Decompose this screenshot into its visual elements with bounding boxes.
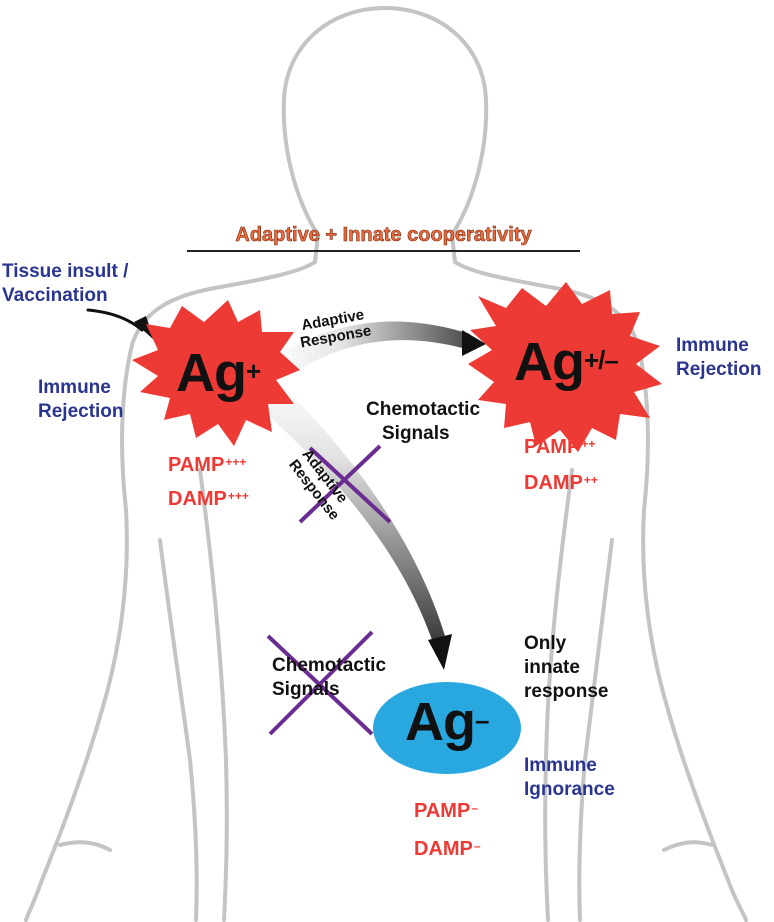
ag-plusminus-burst — [468, 282, 662, 452]
title-underline — [187, 250, 580, 252]
left-damp-sup: +++ — [227, 489, 249, 503]
left-torso-line — [198, 468, 229, 922]
ag-plusminus-label: Ag+/– — [514, 332, 619, 392]
ag-plusminus-text: Ag — [514, 332, 585, 392]
ag-plus-burst — [132, 300, 300, 446]
ag-plusminus-sup: +/– — [583, 345, 619, 375]
left-pamp-text: PAMP — [168, 454, 225, 476]
right-outcome-line2: Rejection — [676, 359, 762, 380]
top-adaptive-arrow — [270, 321, 470, 376]
innate-response-line1: Only — [524, 633, 567, 654]
chemotactic-upper-line2: Signals — [382, 423, 450, 444]
left-pamp-sup: +++ — [225, 455, 247, 469]
body-silhouette-left — [24, 233, 320, 922]
left-inner-arm — [158, 538, 199, 922]
bottom-outcome-line2: Ignorance — [524, 779, 615, 800]
right-pamp-text: PAMP — [524, 436, 581, 458]
diagonal-arrow-head — [428, 634, 452, 670]
ag-minus-label: Ag– — [405, 692, 490, 752]
right-inner-arm — [577, 538, 614, 922]
right-pamp-sup: ++ — [581, 437, 596, 451]
bottom-pamp-sup: – — [471, 801, 478, 815]
ag-plus-text: Ag — [176, 343, 247, 403]
cross-chemo-b — [268, 630, 374, 736]
entry-arrow — [86, 308, 144, 332]
bottom-pamp-text: PAMP — [414, 800, 471, 822]
left-outcome-line1: Immune — [38, 377, 111, 398]
left-outcome-line2: Rejection — [38, 401, 124, 422]
left-wrist — [58, 840, 112, 852]
bottom-damp-sup: – — [473, 839, 481, 853]
bottom-outcome-line1: Immune — [524, 755, 597, 776]
chemotactic-lower-line1: Chemotactic — [272, 655, 387, 676]
right-outcome-line1: Immune — [676, 335, 749, 356]
right-wrist — [662, 840, 714, 852]
diagram-title: Adaptive + Innate cooperativity — [235, 224, 532, 247]
left-damp-text: DAMP — [168, 488, 227, 510]
left-pamp-label: PAMP+++ — [168, 452, 246, 478]
right-torso-line — [543, 468, 574, 922]
right-damp-label: DAMP++ — [524, 470, 598, 496]
entry-arrow-head — [134, 316, 154, 340]
cross-diagonal-b — [298, 444, 382, 524]
body-silhouette — [281, 6, 748, 922]
entry-label-line2: Vaccination — [2, 285, 108, 306]
right-pamp-label: PAMP++ — [524, 434, 595, 460]
cross-diagonal-a — [308, 446, 392, 524]
innate-response-line3: response — [524, 681, 609, 702]
top-arrow-head — [462, 330, 486, 356]
left-damp-label: DAMP+++ — [168, 486, 249, 512]
right-damp-sup: ++ — [583, 473, 598, 487]
entry-label-line1: Tissue insult / — [2, 261, 129, 282]
innate-response-line2: innate — [524, 657, 580, 678]
bottom-pamp-label: PAMP– — [414, 798, 478, 824]
ag-plus-sup: + — [245, 356, 261, 386]
ag-minus-text: Ag — [405, 692, 476, 752]
ag-minus-sup: – — [474, 705, 490, 735]
ag-plus-label: Ag+ — [176, 343, 261, 403]
chemotactic-lower-line2: Signals — [272, 679, 340, 700]
right-damp-text: DAMP — [524, 472, 583, 494]
ag-minus-ellipse — [373, 682, 521, 774]
chemotactic-upper-line1: Chemotactic — [366, 399, 481, 420]
bottom-damp-label: DAMP– — [414, 836, 481, 862]
bottom-damp-text: DAMP — [414, 838, 473, 860]
